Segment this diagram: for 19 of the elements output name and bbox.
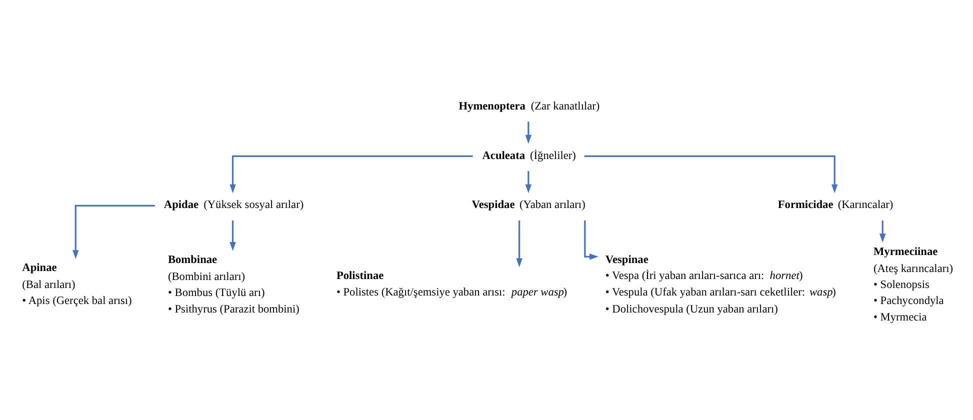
arrow xyxy=(516,220,522,267)
arrow xyxy=(879,220,886,242)
node-text: Apidae (Yüksek sosyal arılar) xyxy=(164,198,304,211)
node-text: Aculeata (İğneliler) xyxy=(482,149,576,162)
node-text: Apinae (Bal arıları) • Apis (Gerçek bal arısı) xyxy=(22,262,132,307)
arrow xyxy=(584,220,598,260)
node-text: Formicidae (Karıncalar) xyxy=(778,198,894,211)
arrow xyxy=(72,204,155,258)
node-text: Polistinae • Polistes (Kağıt/şemsiye yaban arısı: paper wasp) xyxy=(336,270,568,298)
node-text: Vespinae • Vespa (İri yaban arıları-sarıca arı: hornet) • Vespula (Ufak yaban arıları-sarı ceketliler: wasp) • Dolichovespula (Uzun yaban arıları) xyxy=(605,253,836,315)
node-text: Hymenoptera (Zar kanatlılar) xyxy=(458,100,600,112)
node-text: Myrmeciinae (Ateş karıncaları) • Solenopsis • Pachycondyla • Myrmecia xyxy=(873,245,954,323)
arrow xyxy=(230,220,236,250)
node-text: Vespidae (Yaban arıları) xyxy=(472,198,586,211)
arrow xyxy=(525,121,532,144)
arrow xyxy=(584,154,838,193)
arrow xyxy=(230,154,473,193)
node-text: Bombinae (Bombini arıları) • Bombus (Tüylü arı) • Psithyrus (Parazit bombini) xyxy=(168,253,300,315)
arrow xyxy=(525,170,532,193)
